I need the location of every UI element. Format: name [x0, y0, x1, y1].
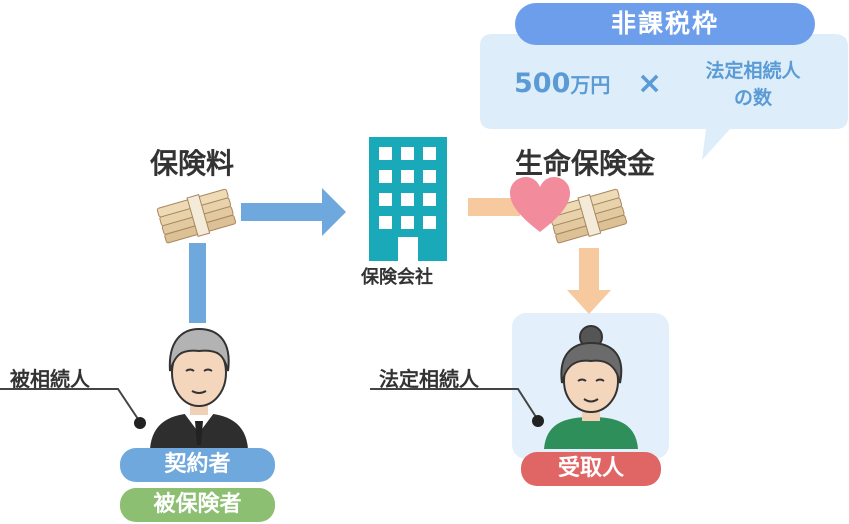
multiply-sign: × — [637, 66, 663, 101]
money-stack-icon — [547, 188, 628, 244]
benefit-down-arrow — [567, 248, 611, 314]
insurer-label: 保険会社 — [361, 267, 433, 288]
tax-free-amount: 500万円 — [514, 68, 611, 99]
premium-label: 保険料 — [150, 147, 235, 180]
building-icon — [369, 137, 447, 261]
benefit-line — [468, 198, 520, 216]
heart-icon — [510, 177, 570, 232]
woman-avatar — [544, 325, 638, 449]
money-stack-icon — [156, 188, 237, 244]
insured-badge: 被保険者 — [120, 488, 275, 522]
tax-free-header: 非課税枠 — [515, 3, 815, 45]
contractor-badge: 契約者 — [120, 448, 275, 482]
heir-pointer — [370, 388, 544, 427]
premium-arrow — [241, 188, 346, 236]
recipient-badge: 受取人 — [521, 452, 661, 486]
decedent-label: 被相続人 — [10, 367, 90, 391]
tax-free-bubble — [480, 34, 848, 160]
benefit-label: 生命保険金 — [515, 147, 656, 180]
heir-label: 法定相続人 — [379, 367, 479, 391]
decedent-pointer — [0, 388, 146, 429]
heir-count-text: 法定相続人 の数 — [705, 60, 801, 109]
payment-line — [189, 243, 206, 323]
old-man-avatar — [150, 327, 248, 449]
